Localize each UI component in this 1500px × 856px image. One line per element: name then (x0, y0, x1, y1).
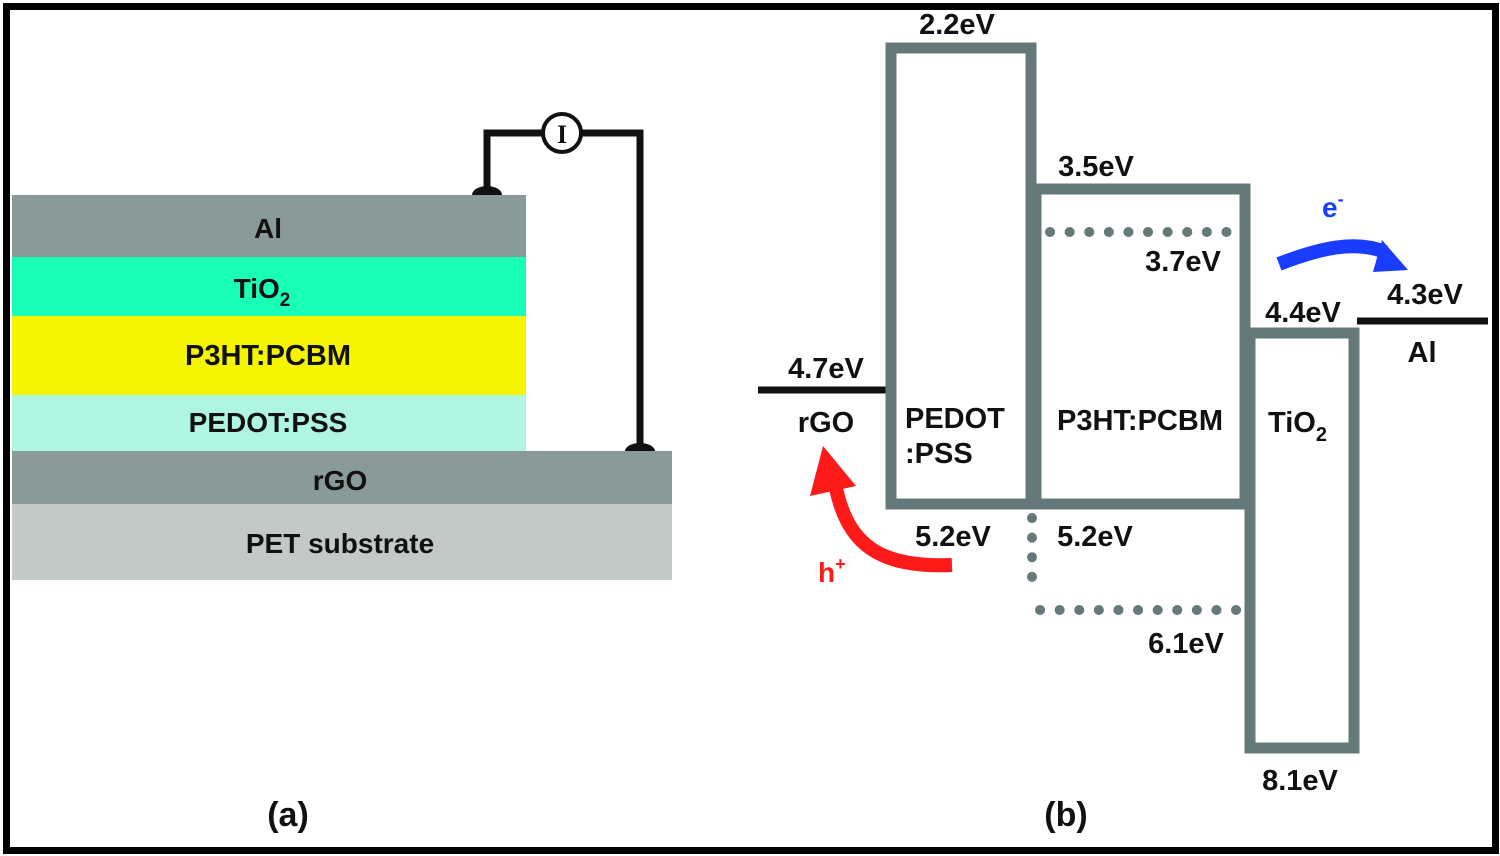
pcbm-dotted-bottom-level: 6.1eV (1148, 628, 1224, 660)
layer-label-tio2: TiO2 (234, 273, 291, 311)
panel-a-device-stack: Al TiO2 P3HT:PCBM PEDOT:PSS rGO PET subs… (12, 195, 672, 580)
electron-transfer-arrow (1276, 239, 1388, 271)
ammeter-symbol: I (557, 120, 567, 149)
hole-transfer-arrow (829, 486, 953, 573)
layer-pedot-pss (12, 395, 526, 451)
layer-label-p3ht-pcbm: P3HT:PCBM (185, 340, 351, 372)
ammeter-icon (541, 112, 583, 154)
contact-al (472, 186, 502, 195)
rgo-work-function: 4.7eV (788, 353, 864, 385)
tio2-top-level: 4.4eV (1265, 297, 1341, 329)
pedot-label-line1: PEDOT (905, 403, 1005, 435)
pedot-top-level: 2.2eV (919, 9, 995, 41)
panel-a-caption: (a) (267, 796, 309, 834)
pedot-label-line2: :PSS (905, 438, 973, 470)
panel-b-energy-diagram: 2.2eV 3.5eV 3.7eV 4.4eV 4.3eV Al 4.7eV r… (758, 9, 1488, 797)
wire-right (581, 129, 644, 447)
hole-arrow-head-icon (810, 446, 856, 496)
al-label: Al (1408, 337, 1437, 369)
electron-arrow-head-icon (1373, 240, 1408, 272)
panel-a-circuit: I (472, 112, 655, 451)
layer-label-rgo: rGO (313, 465, 367, 496)
layer-tio2 (12, 257, 526, 316)
layer-label-al: Al (254, 213, 282, 244)
p3ht-dotted-top-level: 3.7eV (1145, 246, 1221, 278)
contact-rgo (625, 443, 655, 451)
layer-p3ht-pcbm (12, 316, 526, 395)
pedot-bottom-level: 5.2eV (915, 521, 991, 553)
layer-al (12, 195, 526, 257)
p3ht-bottom-level: 5.2eV (1057, 521, 1133, 553)
p3ht-top-level: 3.5eV (1058, 151, 1134, 183)
al-work-function: 4.3eV (1387, 279, 1463, 311)
layer-rgo (12, 451, 672, 504)
hole-label: h+ (818, 554, 846, 588)
p3ht-label: P3HT:PCBM (1057, 405, 1223, 437)
rgo-label: rGO (798, 407, 854, 439)
pedot-band-box (885, 42, 1037, 510)
layer-label-pet-substrate: PET substrate (246, 528, 434, 559)
electron-label: e- (1322, 189, 1344, 223)
wire-left (483, 129, 543, 190)
panel-b-caption: (b) (1044, 796, 1087, 834)
tio2-label: TiO2 (1268, 407, 1327, 446)
layer-pet-substrate (12, 504, 672, 580)
layer-label-pedot-pss: PEDOT:PSS (189, 407, 348, 438)
tio2-band-box (1244, 327, 1360, 754)
tio2-bottom-level: 8.1eV (1262, 765, 1338, 797)
